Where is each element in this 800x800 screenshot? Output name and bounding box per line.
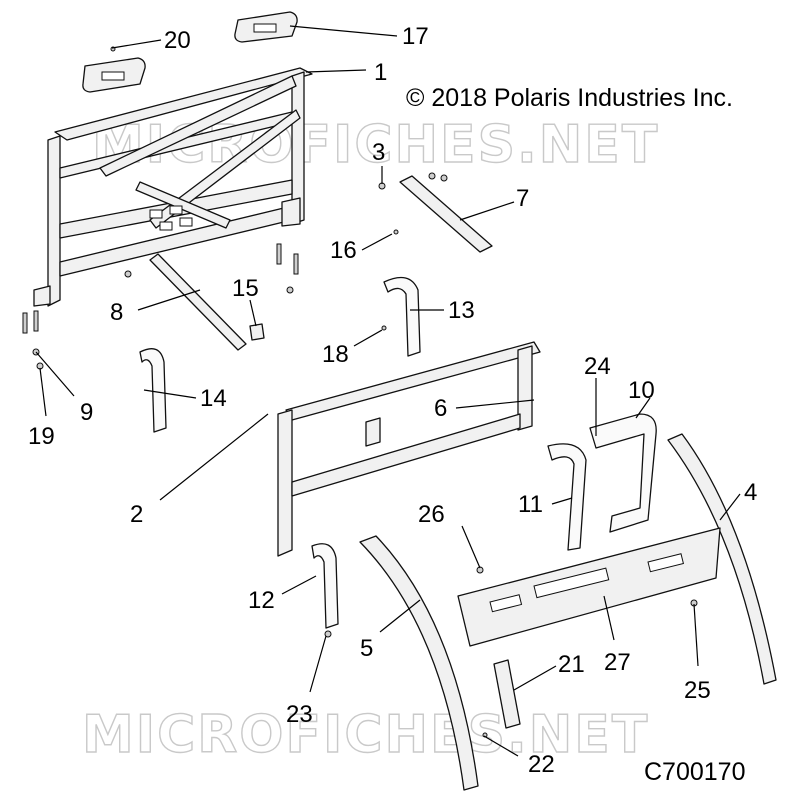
callout-labels: 1 2 3 4 5 6 7 8 9 10 11 12 13 14 15 16 1… [28, 23, 757, 778]
leader-lines [35, 25, 741, 757]
callout-11: 11 [518, 491, 543, 518]
callout-5: 5 [360, 635, 373, 662]
part-1-frame [33, 67, 313, 307]
part-13-handle [383, 276, 421, 357]
part-12-handle [311, 543, 339, 629]
callout-16: 16 [330, 237, 357, 264]
bolts-group [22, 182, 698, 738]
callout-19: 19 [28, 423, 55, 450]
callout-26: 26 [418, 501, 445, 528]
part-7-tube [399, 172, 493, 253]
callout-17: 17 [402, 23, 429, 50]
callout-23: 23 [286, 701, 313, 728]
callout-22: 22 [528, 751, 555, 778]
part-6-frame [277, 341, 541, 557]
part-27-panel [457, 527, 721, 647]
part-8-brace [124, 253, 247, 351]
callout-15: 15 [232, 275, 259, 302]
part-11-handle [547, 443, 587, 551]
callout-20: 20 [164, 27, 191, 54]
callout-8: 8 [110, 299, 123, 326]
callout-12: 12 [248, 587, 275, 614]
callout-3: 3 [372, 139, 385, 166]
callout-6: 6 [434, 395, 447, 422]
callout-2: 2 [130, 501, 143, 528]
callout-10: 10 [628, 377, 655, 404]
part-17-cap [234, 11, 298, 43]
callout-4: 4 [744, 479, 757, 506]
callout-14: 14 [200, 385, 227, 412]
diagram-code: C700170 [644, 758, 745, 786]
part-21-bracket [493, 659, 521, 729]
callout-9: 9 [80, 399, 93, 426]
callout-25: 25 [684, 677, 711, 704]
callout-24: 24 [584, 353, 611, 380]
watermark-bottom: MICROFICHES.NET [82, 705, 649, 765]
callout-18: 18 [322, 341, 349, 368]
callout-7: 7 [516, 185, 529, 212]
part-20-cap [82, 46, 146, 93]
copyright-text: © 2018 Polaris Industries Inc. [406, 84, 733, 112]
callout-1: 1 [374, 59, 387, 86]
part-14-handle [139, 348, 167, 433]
part-4-tube [667, 433, 777, 685]
part-15-bracket [249, 323, 265, 341]
part-10-handle [589, 413, 657, 533]
callout-27: 27 [604, 649, 631, 676]
part-5-tube [359, 535, 479, 791]
callout-13: 13 [448, 297, 475, 324]
callout-21: 21 [558, 651, 585, 678]
